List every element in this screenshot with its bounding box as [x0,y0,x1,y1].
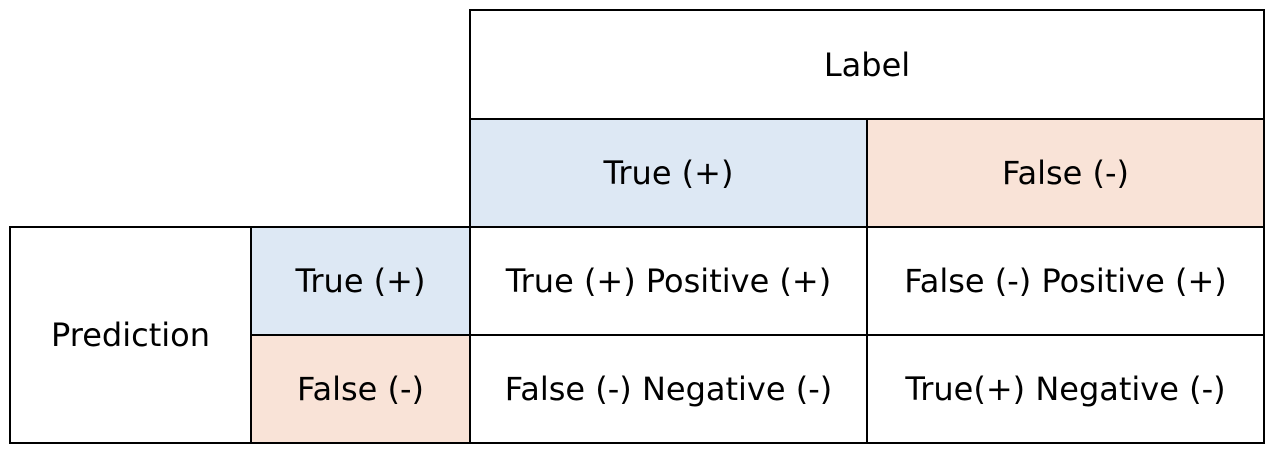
cell-true-positive: True (+) Positive (+) [469,226,868,336]
prediction-true-header: True (+) [250,226,471,336]
label-header-text: Label [823,45,911,84]
cell-true-negative-text: True(+) Negative (-) [905,370,1226,408]
label-true-header: True (+) [469,118,868,228]
cell-true-positive-text: True (+) Positive (+) [505,262,832,300]
cell-false-negative: False (-) Negative (-) [469,334,868,444]
label-header: Label [469,9,1265,120]
prediction-header-text: Prediction [51,316,210,354]
prediction-true-text: True (+) [295,262,426,300]
label-true-text: True (+) [603,154,734,192]
cell-true-negative: True(+) Negative (-) [866,334,1265,444]
prediction-header: Prediction [9,226,252,444]
label-false-text: False (-) [1001,154,1129,192]
cell-false-positive: False (-) Positive (+) [866,226,1265,336]
label-false-header: False (-) [866,118,1265,228]
prediction-false-text: False (-) [296,370,424,408]
cell-false-negative-text: False (-) Negative (-) [504,370,833,408]
prediction-false-header: False (-) [250,334,471,444]
cell-false-positive-text: False (-) Positive (+) [904,262,1227,300]
